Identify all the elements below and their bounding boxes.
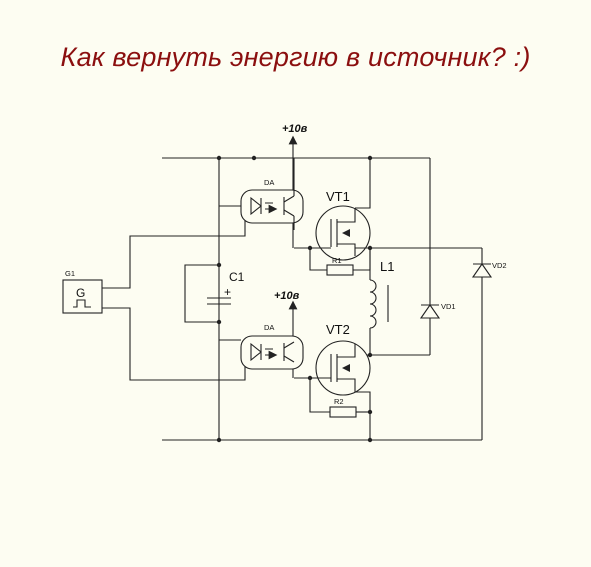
vt2-arrow-icon [342, 364, 350, 372]
junction-dot [216, 437, 222, 443]
diode-vd1: VD1 [355, 302, 456, 356]
supply-top: +10в [282, 123, 308, 248]
junction-dot [367, 352, 373, 358]
junction-dot [307, 245, 313, 251]
junction-dot [367, 437, 373, 443]
r2-ref: R2 [334, 397, 344, 406]
r1-left-wire [309, 248, 327, 271]
pulse-icon [73, 299, 91, 308]
supply-mid-label: +10в [274, 290, 300, 302]
rails [162, 157, 482, 441]
gen-wire-bottom [102, 307, 246, 381]
capacitor-plus: + [224, 285, 231, 299]
opto-top-ref: DA [264, 178, 274, 187]
generator-letter: G [76, 286, 85, 300]
generator-body [62, 279, 103, 314]
generator-ref: G1 [65, 269, 75, 278]
r2-left-wire [309, 378, 330, 413]
opto-top-led-icon [250, 196, 262, 216]
vd1-triangle-icon [419, 304, 441, 319]
opto-bottom-light-icon [265, 348, 273, 355]
opto-bottom-ref: DA [264, 323, 274, 332]
vt1-drain-wire [355, 158, 371, 209]
gen-wire-top [102, 206, 246, 289]
vt1-ref: VT1 [326, 189, 350, 204]
optocoupler-top: DA [219, 158, 304, 230]
generator-g1: G G1 [62, 206, 246, 381]
cap-side-wire [184, 264, 219, 323]
r2-body [329, 406, 357, 418]
vd2-ref: VD2 [492, 261, 507, 270]
opto-bottom-body [240, 335, 304, 370]
r1-body [326, 264, 354, 276]
inductor-l1: L1 [355, 247, 482, 355]
vd1-ref: VD1 [441, 302, 456, 311]
capacitor-ref: C1 [229, 270, 245, 284]
l1-coil [369, 279, 377, 329]
junction-dot [307, 375, 313, 381]
junction-dot [367, 409, 373, 415]
opto-top-light-icon [265, 202, 273, 209]
opto-top-transistor-icon [283, 195, 295, 217]
inductor-ref: L1 [380, 259, 394, 274]
junction-dot [216, 319, 222, 325]
supply-top-label: +10в [282, 123, 308, 135]
vt2-terminals [337, 344, 356, 392]
vd2-triangle-icon [471, 263, 493, 278]
vt1-arrow-icon [342, 229, 350, 237]
transistor-vt1: VT1 [294, 158, 371, 261]
diode-vd2: VD2 [471, 248, 507, 440]
opto-bottom-transistor-icon [283, 341, 295, 363]
junction-dot [367, 245, 373, 251]
junction-dot [367, 155, 373, 161]
junction-dot [216, 262, 222, 268]
opto-bottom-led-icon [250, 342, 262, 362]
optocoupler-bottom: DA [219, 323, 304, 370]
resistor-r2: R2 [309, 378, 370, 418]
vt1-terminals [337, 208, 356, 256]
capacitor-c1: C1 + [184, 264, 245, 323]
transistor-vt2: VT2 [294, 322, 371, 440]
junction-dot [251, 155, 257, 161]
r1-ref: R1 [332, 256, 342, 265]
junction-dot [216, 155, 222, 161]
junctions [216, 155, 373, 443]
vt2-ref: VT2 [326, 322, 350, 337]
diagram-title: Как вернуть энергию в источник? :) [60, 42, 531, 72]
vt2-source-wire [355, 391, 371, 440]
